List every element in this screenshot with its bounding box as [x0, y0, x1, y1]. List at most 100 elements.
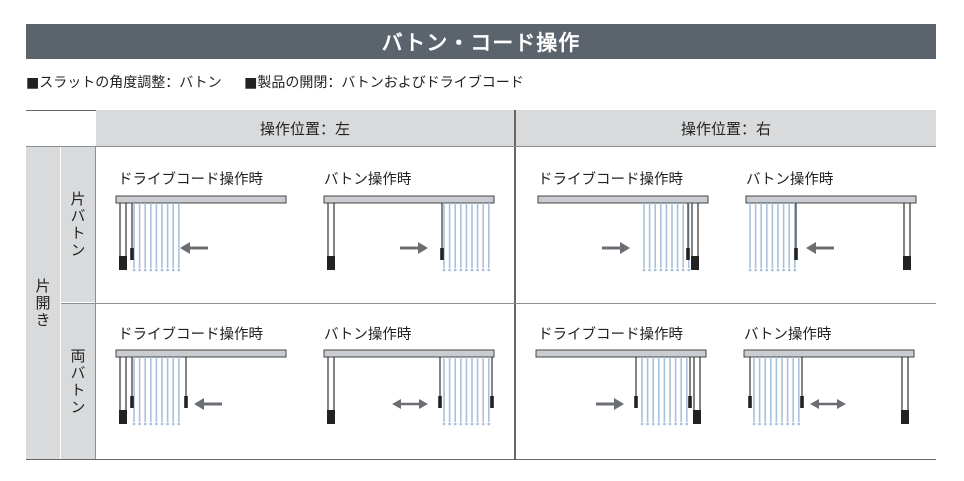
blind-diagram	[323, 349, 495, 426]
label-baton-operation: バトン操作時	[744, 327, 832, 343]
cord-weight	[901, 410, 909, 424]
slat-weight	[787, 268, 791, 272]
slat-weight	[791, 422, 795, 426]
arrow-head	[837, 399, 846, 409]
arrow-head	[392, 399, 401, 409]
slat-weight	[442, 268, 446, 272]
baton-handle	[184, 396, 188, 408]
arrow-head	[810, 399, 819, 409]
slat-weight	[665, 268, 668, 272]
cord-weight	[327, 410, 335, 424]
head-rail	[537, 195, 709, 204]
slat-weight	[685, 422, 689, 426]
slat-weight	[687, 268, 691, 272]
slat-weight	[177, 268, 181, 272]
cord-weight	[693, 410, 701, 424]
slat-weight	[487, 422, 491, 426]
baton-handle	[490, 396, 494, 408]
slat-weight	[132, 422, 136, 426]
slat-weight	[138, 422, 141, 426]
slat-weight	[138, 268, 141, 272]
slat-weight	[448, 422, 451, 426]
slat-weight	[453, 422, 457, 426]
slat-weight	[160, 422, 164, 426]
arrow-head	[180, 242, 190, 254]
baton-handle	[800, 396, 804, 408]
slat-weight	[459, 268, 463, 272]
slat-weight	[487, 268, 491, 272]
label-cord-operation: ドライブコード操作時	[118, 172, 263, 188]
head-rail	[323, 349, 495, 358]
slat-weight	[786, 422, 789, 426]
baton-handle	[130, 396, 134, 408]
column-divider	[514, 110, 516, 460]
slat-weight	[160, 268, 164, 272]
baton-handle	[634, 396, 638, 408]
slat-weight	[765, 268, 769, 272]
slat-weight	[481, 268, 485, 272]
cord-weight	[119, 410, 127, 424]
cord-weight	[903, 256, 911, 270]
blind-diagram	[743, 349, 915, 426]
slat-weight	[771, 268, 774, 272]
slat-weight	[476, 422, 479, 426]
baton-handle	[688, 396, 692, 408]
slat-weight	[674, 422, 677, 426]
slat-weight	[442, 422, 446, 426]
slat-weight	[775, 422, 778, 426]
slat-weight	[793, 268, 797, 272]
operation-table: 操作位置：左 操作位置：右 片開き 片バトン 両バトン ドライブコード操作時バト…	[26, 110, 936, 460]
blind-diagram	[537, 195, 709, 272]
slat-weight	[149, 422, 153, 426]
slat-weight	[642, 268, 646, 272]
slat-weight	[448, 268, 451, 272]
slat-weight	[769, 422, 773, 426]
blind-diagram	[535, 349, 707, 426]
baton-handle	[130, 248, 134, 260]
slat-weight	[481, 422, 485, 426]
slat-weight	[797, 422, 801, 426]
cord-weight	[119, 256, 127, 270]
slat-weight	[759, 268, 763, 272]
slat-weight	[155, 268, 158, 272]
arrow-head	[614, 398, 624, 410]
blind-diagram	[323, 195, 495, 272]
slat-weight	[646, 422, 649, 426]
slat-weight	[143, 422, 147, 426]
blind-diagram	[745, 195, 917, 272]
slat-weight	[657, 422, 661, 426]
slat-weight	[670, 268, 674, 272]
column-header-left: 操作位置：左	[96, 110, 514, 146]
slat-weight	[465, 268, 468, 272]
slat-weight	[763, 422, 767, 426]
baton-handle	[440, 248, 444, 260]
slat-weight	[465, 422, 468, 426]
slat-weight	[668, 422, 672, 426]
slat-weight	[676, 268, 679, 272]
slat-weight	[748, 268, 752, 272]
baton-handle	[438, 396, 442, 408]
slat-weight	[679, 422, 683, 426]
column-header-right: 操作位置：右	[516, 110, 936, 146]
head-rail	[115, 195, 287, 204]
subtitle-open-close: ■製品の開閉：バトンおよびドライブコード	[244, 75, 524, 91]
baton-handle	[686, 248, 690, 260]
label-baton-operation: バトン操作時	[324, 172, 412, 188]
baton-handle	[794, 248, 798, 260]
slat-weight	[166, 268, 169, 272]
slat-weight	[177, 422, 181, 426]
slat-weight	[155, 422, 158, 426]
slat-weight	[143, 268, 147, 272]
head-rail	[115, 349, 287, 358]
slat-weight	[149, 268, 153, 272]
slat-weight	[782, 268, 785, 272]
blind-diagram	[115, 349, 287, 426]
head-rail	[323, 195, 495, 204]
baton-handle	[748, 396, 752, 408]
slat-weight	[171, 422, 175, 426]
slat-weight	[476, 268, 479, 272]
subtitle: ■スラットの角度調整：バトン ■製品の開閉：バトンおよびドライブコード	[26, 72, 542, 92]
slat-weight	[470, 422, 474, 426]
slat-weight	[651, 422, 655, 426]
row-label-double-baton: 両バトン	[61, 304, 95, 459]
